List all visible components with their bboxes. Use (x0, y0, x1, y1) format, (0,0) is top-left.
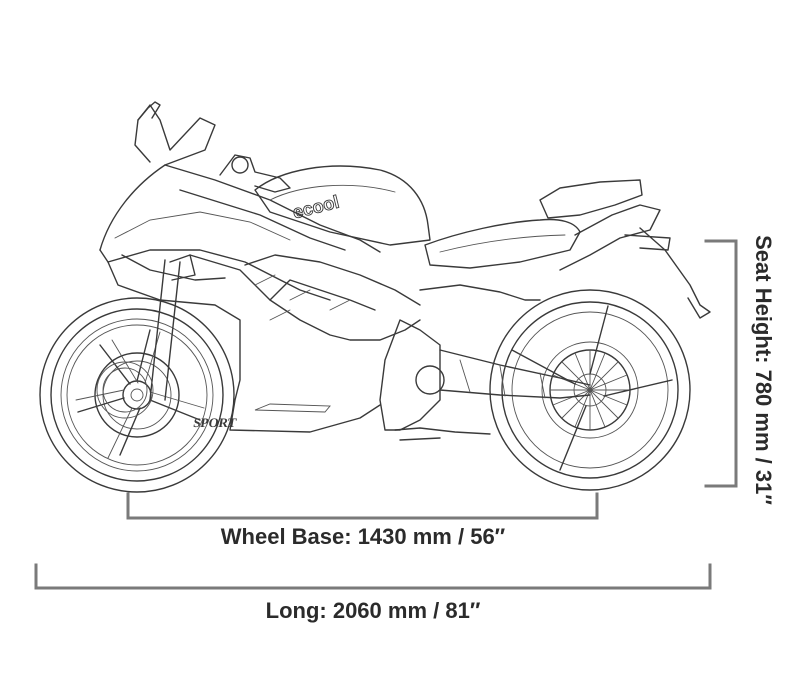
tail-section (539, 179, 711, 319)
swingarm (439, 349, 591, 399)
seat (424, 218, 581, 269)
handlebars (137, 101, 291, 193)
wheel-base-label: Wheel Base: 1430 mm / 56″ (220, 524, 506, 549)
kickstand (394, 427, 491, 441)
wheel-base-bracket (126, 492, 599, 520)
brand-text: ecool (291, 192, 341, 223)
rear-wheel (489, 289, 691, 491)
fuel-tank (254, 165, 431, 246)
body-fairing (99, 104, 381, 433)
frame-and-motor (189, 254, 541, 431)
front-wheel (39, 297, 235, 493)
sport-text: SPORT (192, 415, 238, 430)
length-bracket (34, 563, 712, 590)
front-fork (96, 254, 196, 419)
seat-height-bracket (704, 239, 738, 488)
seat-height-label: Seat Height: 780 mm / 31″ (751, 235, 776, 505)
length-label: Long: 2060 mm / 81″ (265, 598, 481, 623)
